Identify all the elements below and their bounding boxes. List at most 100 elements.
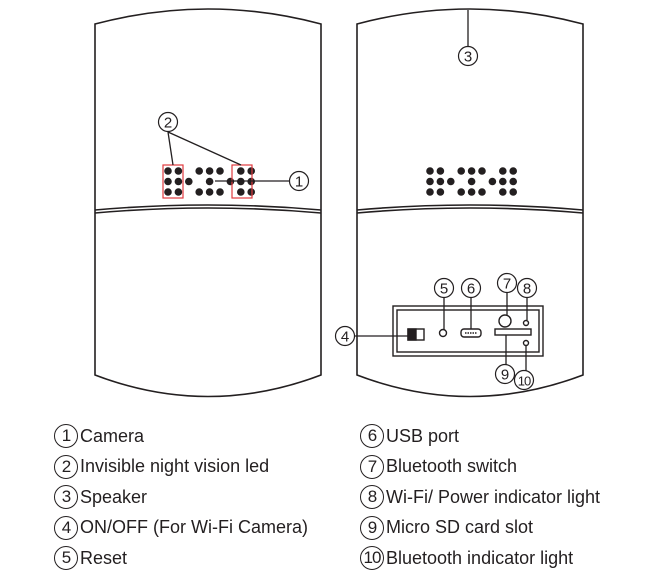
led-dot (205, 177, 214, 186)
legend-label: Bluetooth indicator light (386, 547, 574, 568)
port-panel (392, 305, 544, 357)
led-dot (237, 188, 245, 196)
led-dot (216, 188, 224, 196)
number-badge: 8 (360, 485, 384, 510)
power-switch-knob (407, 328, 417, 341)
led-dot (174, 188, 183, 196)
svg-text:3: 3 (464, 49, 472, 66)
callout-5: 5 (433, 277, 455, 299)
legend-label: Speaker (80, 486, 148, 507)
svg-text:8: 8 (523, 281, 531, 298)
port-panel-inner (396, 309, 540, 353)
legend-label: USB port (386, 425, 460, 446)
front-seam-lower (94, 207, 322, 214)
speaker-hole (436, 177, 445, 186)
led-dot (216, 167, 224, 175)
speaker-hole (499, 177, 507, 186)
speaker-hole (447, 177, 455, 186)
led-dot (205, 188, 214, 196)
speaker-hole (509, 177, 517, 186)
speaker-hole (499, 167, 507, 175)
led-dot (164, 167, 172, 175)
bluetooth-led (522, 339, 530, 347)
number-badge: 3 (54, 485, 78, 510)
number-badge: 1 (54, 424, 78, 449)
speaker-hole (457, 188, 466, 196)
led-dot (237, 167, 245, 175)
micro-sd-slot (494, 328, 532, 336)
speaker-hole (436, 188, 445, 196)
front-seam (94, 204, 322, 211)
speaker-hole (467, 167, 476, 175)
speaker-grille (426, 167, 517, 196)
number-badge: 5 (54, 546, 78, 571)
led-dot (185, 177, 193, 186)
callout-9: 9 (494, 363, 516, 385)
leader-2a (167, 131, 174, 166)
led-dot (195, 188, 203, 196)
speaker-hole (467, 177, 476, 186)
speaker-hole (426, 188, 434, 196)
led-dot (195, 167, 203, 175)
number-badge: 10 (360, 546, 384, 571)
legend-label: Wi-Fi/ Power indicator light (386, 486, 601, 507)
device-diagram: 2 1 3 4 5 6 7 8 9 10 (94, 8, 584, 398)
led-dot (247, 188, 255, 196)
speaker-hole (426, 167, 434, 175)
callout-6: 6 (460, 277, 482, 299)
speaker-hole (509, 167, 517, 175)
led-dot (164, 177, 172, 186)
speaker-hole (509, 188, 517, 196)
callout-4: 4 (334, 325, 356, 347)
callout-8: 8 (516, 277, 538, 299)
led-dot (247, 167, 255, 175)
callout-3: 3 (457, 45, 479, 67)
number-badge: 7 (360, 454, 384, 479)
speaker-hole (457, 167, 466, 175)
legend-label: Reset (80, 547, 128, 568)
legend-label: ON/OFF (For Wi-Fi Camera) (80, 517, 308, 538)
legend-label: Camera (80, 425, 145, 446)
led-dot (205, 167, 214, 175)
front-view (94, 8, 322, 398)
back-body-outline (356, 8, 584, 398)
speaker-hole (436, 167, 445, 175)
svg-text:2: 2 (164, 115, 172, 132)
reset-hole (438, 328, 448, 338)
speaker-hole (488, 177, 497, 186)
number-badge: 2 (54, 454, 78, 479)
svg-text:1: 1 (295, 174, 303, 191)
led-dot (174, 167, 183, 175)
svg-text:10: 10 (518, 374, 531, 389)
front-body-outline (94, 8, 322, 398)
svg-text:7: 7 (503, 276, 511, 293)
svg-text:5: 5 (440, 281, 448, 298)
number-badge: 4 (54, 515, 78, 540)
speaker-hole (467, 188, 476, 196)
bluetooth-switch (498, 314, 512, 328)
back-seam (356, 204, 584, 211)
callout-7: 7 (496, 272, 518, 294)
speaker-hole (499, 188, 507, 196)
speaker-hole (426, 177, 434, 186)
svg-text:9: 9 (501, 367, 509, 384)
svg-text:6: 6 (467, 281, 475, 298)
callout-2: 2 (157, 111, 179, 133)
callout-10: 10 (513, 369, 535, 391)
number-badge: 6 (360, 424, 384, 449)
back-seam-lower (356, 207, 584, 214)
back-view (356, 8, 584, 398)
led-dot (164, 188, 172, 196)
legend-label: Bluetooth switch (386, 456, 518, 477)
wifi-power-led (522, 319, 530, 327)
legend-label: Micro SD card slot (386, 517, 534, 538)
leader-2b (167, 131, 242, 166)
